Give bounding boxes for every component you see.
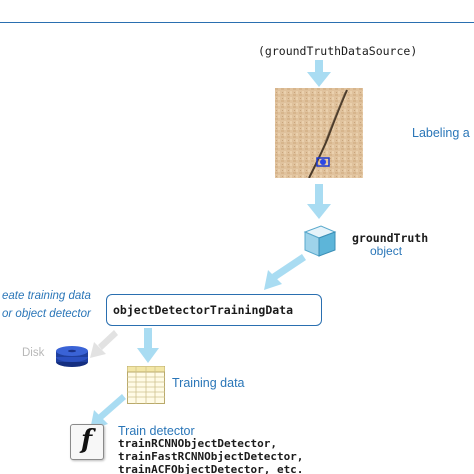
arrow-function-to-disk <box>90 330 118 358</box>
disk-label: Disk <box>22 347 45 359</box>
function-icon-letter: f <box>81 425 93 455</box>
create-training-data-note-line1: eate training data <box>2 290 91 302</box>
arrow-function-to-training-data <box>137 328 159 363</box>
training-data-table-icon <box>127 366 165 404</box>
arrow-ground-truth-to-function <box>264 254 306 290</box>
training-data-function-box <box>106 294 322 326</box>
train-detector-title: Train detector <box>118 424 195 438</box>
disk-icon <box>56 346 88 367</box>
labeling-label: Labeling a <box>412 126 470 140</box>
training-data-label: Training data <box>172 376 245 390</box>
train-function-2: trainFastRCNNObjectDetector, <box>118 450 304 463</box>
ground-truth-data-source-label: (groundTruthDataSource) <box>258 44 418 58</box>
labeled-image <box>275 88 363 178</box>
arrow-image-to-ground-truth <box>307 184 331 219</box>
function-icon <box>70 424 104 460</box>
create-training-data-note-line2: or object detector <box>2 308 91 320</box>
top-rule <box>0 22 474 23</box>
training-data-function-label: objectDetectorTrainingData <box>113 303 294 317</box>
train-function-1: trainRCNNObjectDetector, <box>118 437 277 450</box>
train-function-3: trainACFObjectDetector, etc. <box>118 463 304 474</box>
ground-truth-label: groundTruth <box>352 231 429 245</box>
arrow-source-to-image <box>307 60 331 87</box>
ground-truth-cube-icon <box>303 225 337 257</box>
ground-truth-object-label: object <box>370 244 403 258</box>
